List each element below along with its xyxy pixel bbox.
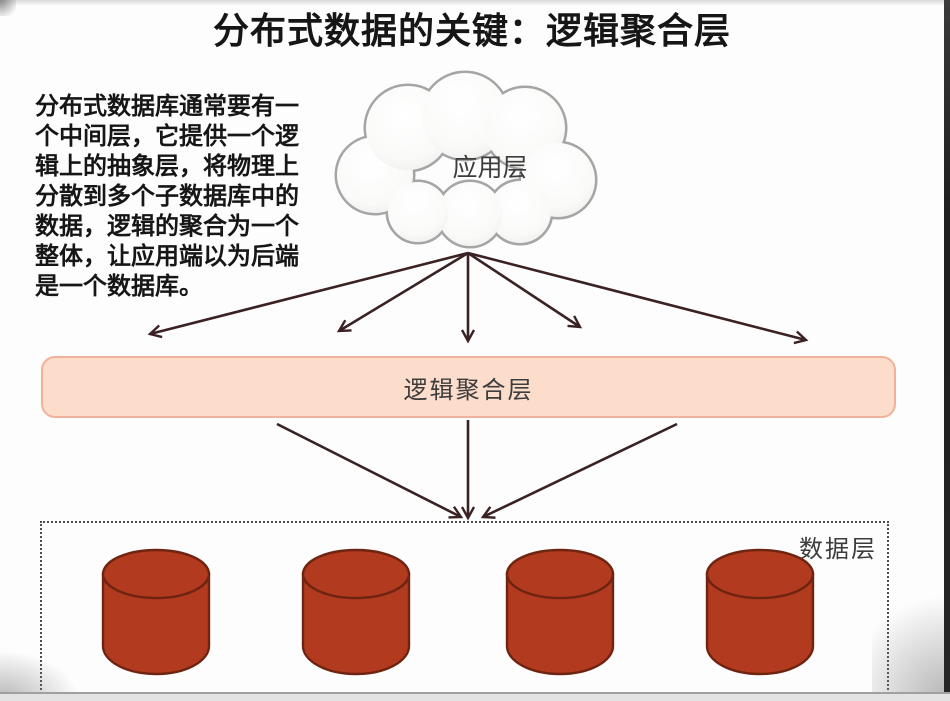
description-line: 整体，让应用端以为后端 bbox=[35, 243, 299, 270]
frame-right-edge bbox=[944, 0, 950, 701]
application-layer-cloud: 应用层 bbox=[330, 66, 610, 256]
cloud-shape-icon bbox=[334, 70, 598, 249]
database-icon bbox=[705, 548, 815, 676]
data-layer-label: 数据层 bbox=[799, 536, 877, 563]
description-line: 是一个数据库。 bbox=[35, 273, 203, 300]
database-icon bbox=[101, 548, 211, 676]
database-cylinder bbox=[301, 548, 411, 676]
frame-top-left-corner bbox=[0, 0, 16, 16]
frame-bottom-edge bbox=[0, 692, 950, 701]
aggregation-to-data-arrows bbox=[276, 420, 678, 521]
description-line: 分散到多个子数据库中的 bbox=[35, 183, 299, 210]
application-layer-label: 应用层 bbox=[452, 154, 528, 182]
page-curl-shadow-right bbox=[872, 590, 950, 701]
database-cylinder bbox=[505, 548, 615, 676]
frame-top-edge bbox=[0, 0, 950, 6]
description-line: 辑上的抽象层，将物理上 bbox=[35, 153, 299, 180]
data-layer-box: 数据层 bbox=[40, 521, 889, 701]
description-text: 分布式数据库通常要有一 个中间层，它提供一个逻 辑上的抽象层，将物理上 分散到多… bbox=[35, 92, 345, 302]
aggregation-layer-bar: 逻辑聚合层 bbox=[41, 356, 896, 418]
database-icon bbox=[505, 548, 615, 676]
database-cylinder bbox=[705, 548, 815, 676]
aggregation-layer-label: 逻辑聚合层 bbox=[403, 376, 534, 404]
page-title: 分布式数据的关键：逻辑聚合层 bbox=[212, 10, 731, 51]
description-line: 分布式数据库通常要有一 bbox=[35, 93, 299, 120]
database-icon bbox=[301, 548, 411, 676]
database-cylinder bbox=[101, 548, 211, 676]
description-line: 个中间层，它提供一个逻 bbox=[35, 123, 299, 150]
description-line: 数据，逻辑的聚合为一个 bbox=[35, 213, 299, 240]
